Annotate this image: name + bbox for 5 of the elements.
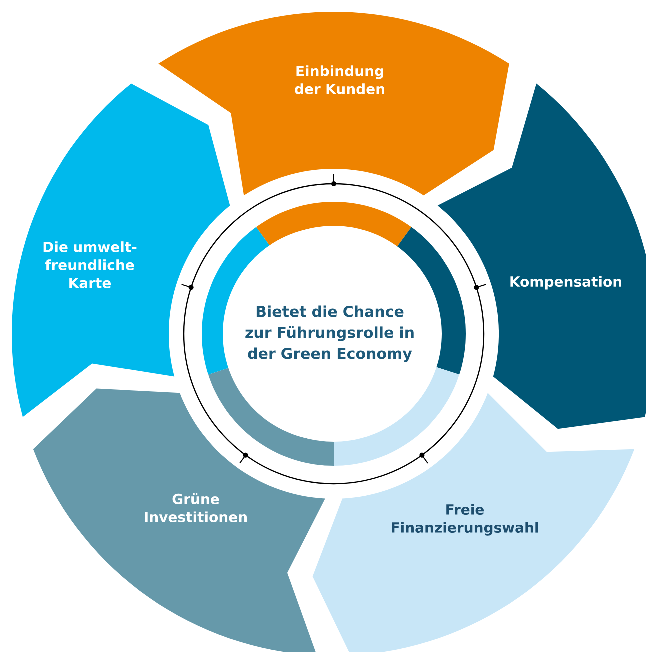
cycle-segment: Einbindung der Kunden xyxy=(158,12,510,196)
cycle-segment: Kompensation xyxy=(438,84,646,430)
cycle-segment: Die umwelt-freundliche Karte xyxy=(12,84,230,418)
cycle-segment: Grüne Investitionen xyxy=(33,388,326,652)
cycle-segment: Freie Finanzierungswahl xyxy=(312,393,635,652)
